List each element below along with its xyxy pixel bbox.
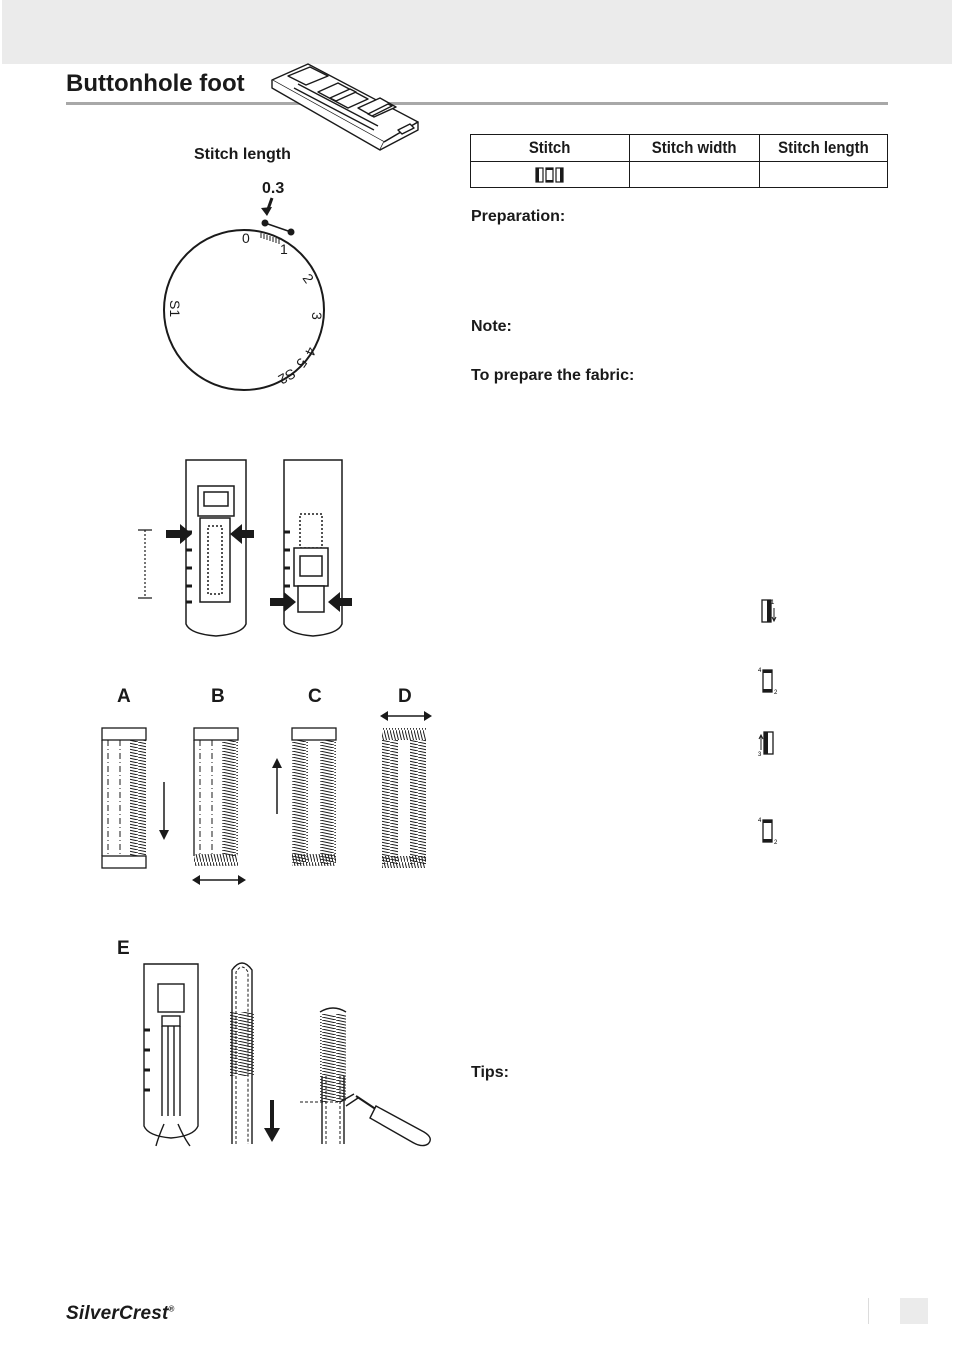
step-2-digit-top: 4 [758,668,762,674]
section-heading-fabric: To prepare the fabric: [471,367,635,384]
page-title: Buttonhole foot [66,70,245,97]
step-3-digit: 3 [758,752,762,758]
table-header-stitch-length: Stitch length [759,134,888,162]
stitch-length-label: Stitch length [194,146,291,163]
stitch-settings-table: Stitch Stitch width Stitch length [470,134,888,188]
brand-mark: ® [168,1304,175,1314]
buttonhole-foot-slider-figure [138,459,352,637]
buttonhole-step-2-icon: 4 2 [758,668,778,696]
dial-mark-s2: S2 [275,365,298,388]
buttonhole-step-3-icon: 3 [758,731,774,758]
dial-mark-0: 0 [242,230,250,246]
table-cell-stitch [470,161,630,188]
buttonhole-sequence-figure [101,711,432,885]
section-heading-tips: Tips: [471,1064,509,1081]
dial-mark-3: 3 [309,312,325,320]
table-header-stitch-width-text: Stitch width [652,138,737,157]
figure-letter-d: D [398,686,412,707]
step-1-digit: 1 [771,600,775,606]
buttonhole-step-4-icon: 4 2 [758,818,778,846]
header-band [2,0,952,64]
stitch-length-dial: 0 1 2 3 4 5 S1 S2 [163,197,325,391]
brand-name: SilverCrest [66,1303,169,1324]
table-cell-stitch-width [629,161,760,188]
section-heading-preparation: Preparation: [471,208,566,225]
figure-letter-c: C [308,686,322,707]
buttonhole-stitch-icon [535,166,564,183]
figure-letter-b: B [211,686,225,707]
title-rule [66,102,888,105]
table-row [470,161,888,188]
step-2-digit-bottom: 2 [774,690,778,696]
buttonhole-step-1-icon: 1 [761,599,777,623]
figure-letter-a: A [117,686,131,707]
table-header-row: Stitch Stitch width Stitch length [470,134,888,162]
table-cell-stitch-length [759,161,888,188]
table-header-stitch: Stitch [470,134,630,162]
table-header-stitch-width: Stitch width [629,134,760,162]
stitch-length-value: 0.3 [262,180,285,197]
page-number-box [900,1298,928,1324]
buttonhole-foot-illustration [271,63,419,151]
step-4-digit-top: 4 [758,818,762,824]
section-heading-note: Note: [471,318,512,335]
dial-mark-s1: S1 [167,300,183,317]
table-header-stitch-text: Stitch [529,138,571,157]
step-4-digit-bottom: 2 [774,840,778,846]
figure-letter-e: E [117,938,130,959]
brand-logo: SilverCrest® [66,1303,175,1325]
table-header-stitch-length-text: Stitch length [778,138,869,157]
footer-divider [868,1298,869,1324]
buttonhole-cutting-figure [143,962,431,1147]
dial-mark-1: 1 [280,241,288,257]
